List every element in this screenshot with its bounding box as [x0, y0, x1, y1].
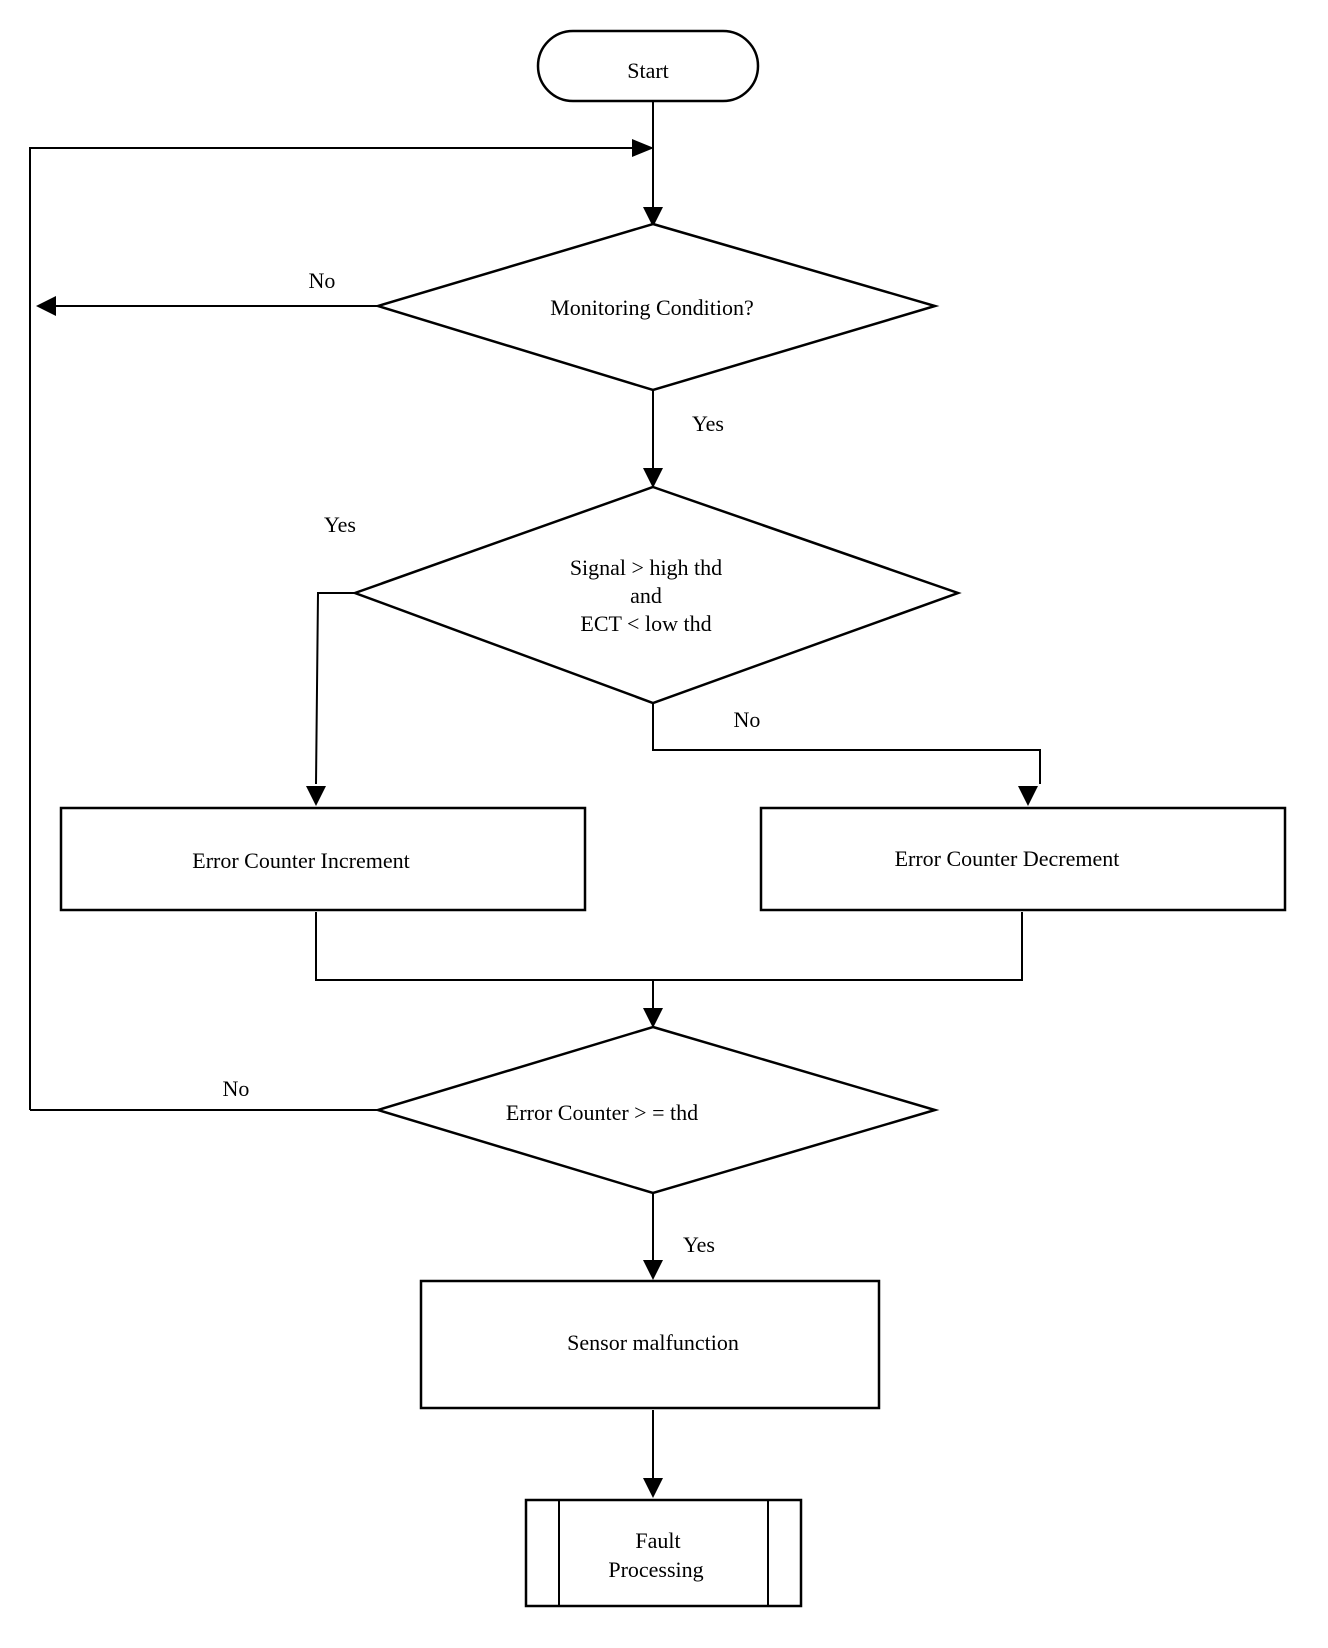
- edge-loop-back: [29, 147, 632, 1110]
- fault-box: [524, 1498, 803, 1608]
- fault-process: Fault Processing: [524, 1498, 803, 1608]
- arrowhead-into-counter: [643, 1008, 663, 1028]
- counter-decision: Error Counter > = thd: [373, 1025, 940, 1195]
- arrowhead-monitoring-no: [36, 296, 56, 316]
- edge-label-monitoring-yes: Yes: [692, 411, 724, 436]
- edge-label-signal-no: No: [734, 707, 761, 732]
- fault-label-line-2: Processing: [608, 1557, 703, 1582]
- fault-label-line-1: Fault: [635, 1528, 680, 1553]
- signal-label-line-2: and: [630, 583, 662, 608]
- decrement-process: Error Counter Decrement: [759, 806, 1287, 912]
- edge-label-monitoring-no: No: [309, 268, 336, 293]
- arrowhead-into-increment: [306, 786, 326, 806]
- signal-diamond: [351, 485, 962, 705]
- counter-diamond: [373, 1025, 940, 1195]
- start-terminator: [536, 29, 760, 103]
- malfunction-box: [419, 1279, 881, 1410]
- monitoring-diamond: [373, 222, 940, 392]
- arrowhead-into-monitoring: [643, 207, 663, 227]
- arrowhead-into-fault: [643, 1478, 663, 1498]
- arrowhead-into-decrement: [1018, 786, 1038, 806]
- connectors: [29, 102, 1041, 1480]
- signal-decision: Signal > high thd and ECT < low thd: [351, 485, 962, 705]
- arrowhead-loop-back: [632, 139, 654, 157]
- monitoring-decision: Monitoring Condition?: [373, 222, 940, 392]
- decrement-label: Error Counter Decrement: [895, 846, 1120, 871]
- counter-label: Error Counter > = thd: [506, 1100, 698, 1125]
- arrowhead-into-signal: [643, 468, 663, 488]
- increment-box: [59, 806, 587, 912]
- arrowhead-into-malfunction: [643, 1260, 663, 1280]
- monitoring-label: Monitoring Condition?: [550, 295, 754, 320]
- arrowheads: [36, 139, 1038, 1498]
- signal-label-line-3: ECT < low thd: [580, 611, 711, 636]
- edge-labels: No Yes Yes No No Yes: [223, 268, 761, 1257]
- decrement-box: [759, 806, 1287, 912]
- edge-signal-yes: [315, 592, 355, 785]
- increment-process: Error Counter Increment: [59, 806, 587, 912]
- start-label: Start: [627, 58, 669, 83]
- edge-label-counter-yes: Yes: [683, 1232, 715, 1257]
- malfunction-label: Sensor malfunction: [567, 1330, 739, 1355]
- increment-label: Error Counter Increment: [192, 848, 409, 873]
- malfunction-process: Sensor malfunction: [419, 1279, 881, 1410]
- edge-label-signal-yes: Yes: [324, 512, 356, 537]
- signal-label-line-1: Signal > high thd: [570, 555, 722, 580]
- edge-signal-no: [652, 703, 1041, 784]
- start-node: Start: [536, 29, 760, 103]
- edge-label-counter-no: No: [223, 1076, 250, 1101]
- edge-increment-merge: [315, 912, 1023, 981]
